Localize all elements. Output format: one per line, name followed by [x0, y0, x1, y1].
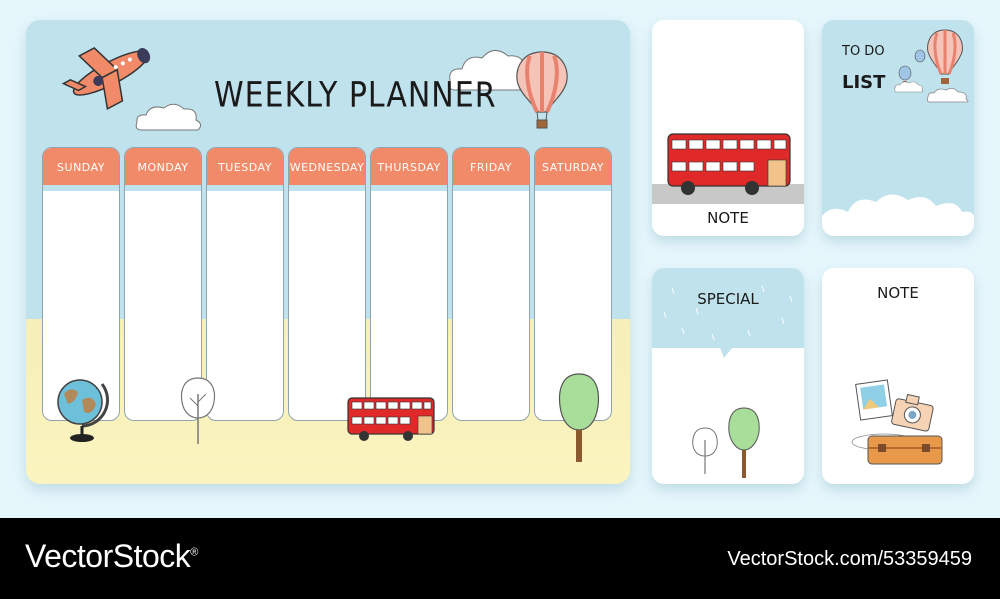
- globe-icon: [57, 379, 109, 442]
- day-column-thursday[interactable]: THURSDAY: [370, 147, 448, 421]
- day-column-friday[interactable]: FRIDAY: [452, 147, 530, 421]
- day-column-wednesday[interactable]: WEDNESDAY: [288, 147, 366, 421]
- airplane-icon: [61, 47, 151, 111]
- cloud-icon: [926, 88, 969, 103]
- watermark-bar: VectorStock® VectorStock.com/53359459: [0, 518, 1000, 599]
- hot-air-balloon-icon: [927, 29, 963, 84]
- day-column-saturday[interactable]: SATURDAY: [534, 147, 612, 421]
- day-header: SUNDAY: [43, 148, 119, 191]
- note-card-top[interactable]: NOTE: [652, 20, 804, 236]
- day-column-tuesday[interactable]: TUESDAY: [206, 147, 284, 421]
- registered-mark: ®: [190, 546, 198, 559]
- cloud-icon: [894, 81, 924, 93]
- sky-speech-bubble: [652, 268, 804, 358]
- note-label: NOTE: [877, 284, 919, 302]
- image-url: VectorStock.com/53359459: [727, 548, 972, 570]
- weekly-planner-card: WEEKLY PLANNER SUNDAY MONDAY TUESDAY WED…: [26, 20, 630, 484]
- note-card-bottom[interactable]: NOTE: [822, 268, 974, 484]
- double-decker-bus-icon: [347, 397, 435, 441]
- day-header: THURSDAY: [371, 148, 447, 191]
- hot-air-balloon-icon: [516, 51, 568, 129]
- special-label: SPECIAL: [697, 290, 759, 308]
- brand-name: VectorStock: [25, 538, 191, 574]
- cloud-icon: [822, 194, 974, 236]
- planner-title: WEEKLY PLANNER: [214, 75, 497, 116]
- day-header: MONDAY: [125, 148, 201, 191]
- day-column-monday[interactable]: MONDAY: [124, 147, 202, 421]
- note-label: NOTE: [707, 209, 749, 227]
- day-header: SATURDAY: [535, 148, 611, 191]
- suitcase-icon: [851, 433, 943, 465]
- special-card[interactable]: SPECIAL: [652, 268, 804, 484]
- photo-icon: [855, 379, 893, 421]
- double-decker-bus-icon: [667, 133, 791, 195]
- tree-icon: [692, 427, 718, 474]
- day-header: WEDNESDAY: [289, 148, 365, 191]
- todo-list-card[interactable]: TO DO LIST: [822, 20, 974, 236]
- brand-logo: VectorStock®: [25, 538, 198, 575]
- tree-icon: [728, 407, 760, 478]
- todo-title-line1: TO DO: [842, 44, 885, 59]
- camera-icon: [891, 393, 934, 432]
- day-column-sunday[interactable]: SUNDAY: [42, 147, 120, 421]
- day-header: FRIDAY: [453, 148, 529, 191]
- day-header: TUESDAY: [207, 148, 283, 191]
- tree-icon: [180, 377, 216, 444]
- tree-icon: [558, 373, 600, 462]
- todo-title-line2: LIST: [842, 72, 886, 93]
- cloud-icon: [135, 103, 202, 131]
- hot-air-balloon-icon: [914, 49, 926, 63]
